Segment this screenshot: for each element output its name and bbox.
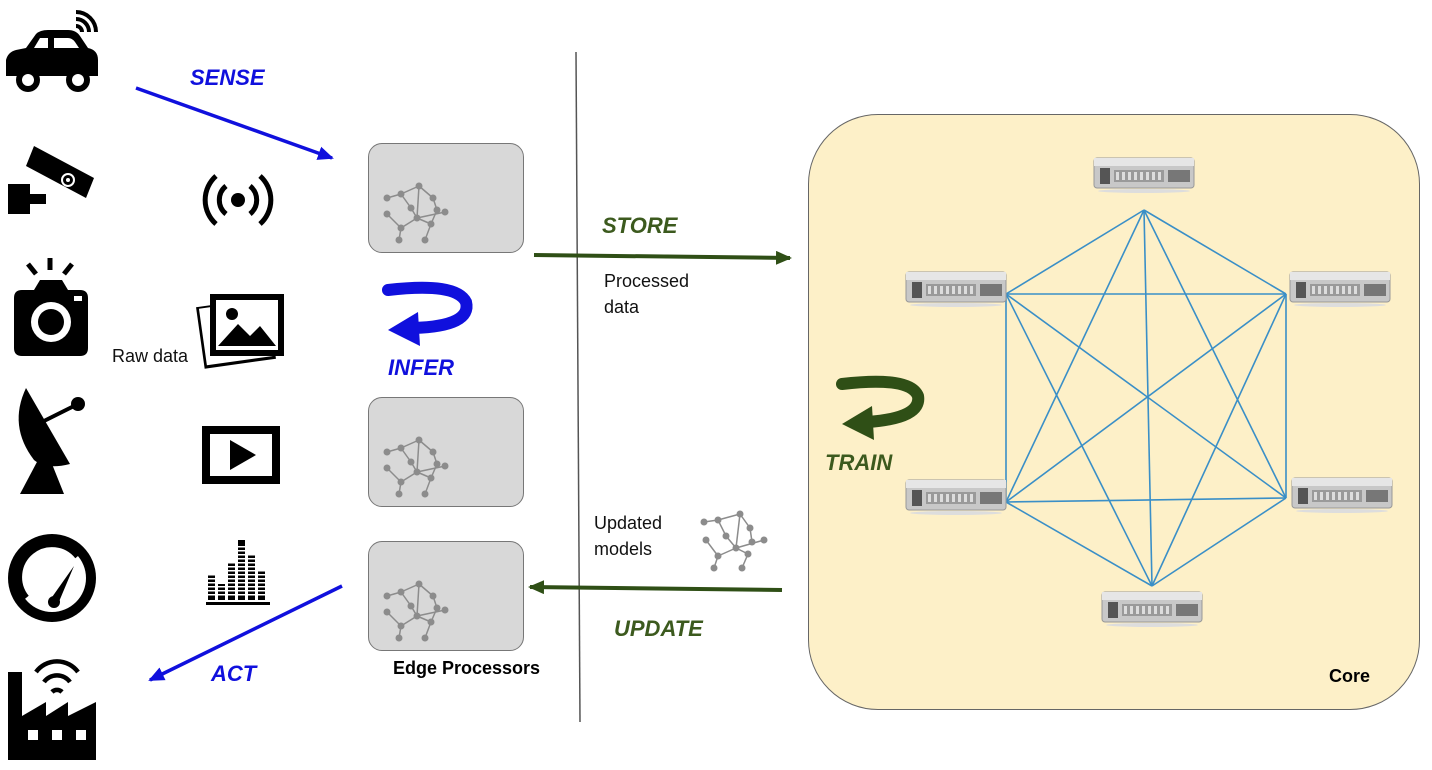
updated-models-label: Updated models xyxy=(594,513,663,559)
server-bottom-icon xyxy=(1101,591,1203,627)
store-label: STORE xyxy=(602,213,678,238)
neural-network-icon xyxy=(383,436,449,498)
neural-network-icon xyxy=(383,580,449,642)
raw-data-label: Raw data xyxy=(112,346,189,366)
act-label: ACT xyxy=(211,661,257,686)
core-label: Core xyxy=(1329,666,1371,686)
camera-flash-icon xyxy=(14,258,88,356)
infer-loop-arrow xyxy=(382,281,473,346)
infer-label: INFER xyxy=(388,355,454,380)
image-gallery-icon xyxy=(196,294,284,369)
server-top-icon xyxy=(1093,157,1195,193)
train-label: TRAIN xyxy=(825,450,893,475)
gauge-icon xyxy=(8,534,96,622)
security-camera-icon xyxy=(8,146,94,214)
server-lower-right-icon xyxy=(1291,477,1393,513)
edge-processor-top xyxy=(368,143,524,253)
edge-processors-label: Edge Processors xyxy=(393,658,541,678)
server-upper-right-icon xyxy=(1289,271,1391,307)
processed-data-label: Processed data xyxy=(604,271,690,317)
video-play-icon xyxy=(202,426,280,484)
update-label: UPDATE xyxy=(614,616,703,641)
satellite-dish-icon xyxy=(18,388,85,494)
smart-factory-icon xyxy=(8,659,96,760)
sense-label: SENSE xyxy=(190,65,265,90)
server-upper-left-icon xyxy=(905,271,1007,307)
audio-equalizer-icon xyxy=(206,540,272,605)
edge-processor-bottom xyxy=(368,541,524,651)
connected-car-icon xyxy=(6,10,98,92)
updated-model-network-icon xyxy=(700,510,768,572)
server-lower-left-icon xyxy=(905,479,1007,515)
neural-network-icon xyxy=(383,182,449,244)
wireless-signal-icon xyxy=(202,174,274,226)
train-loop-arrow xyxy=(836,375,925,440)
edge-processor-middle xyxy=(368,397,524,507)
